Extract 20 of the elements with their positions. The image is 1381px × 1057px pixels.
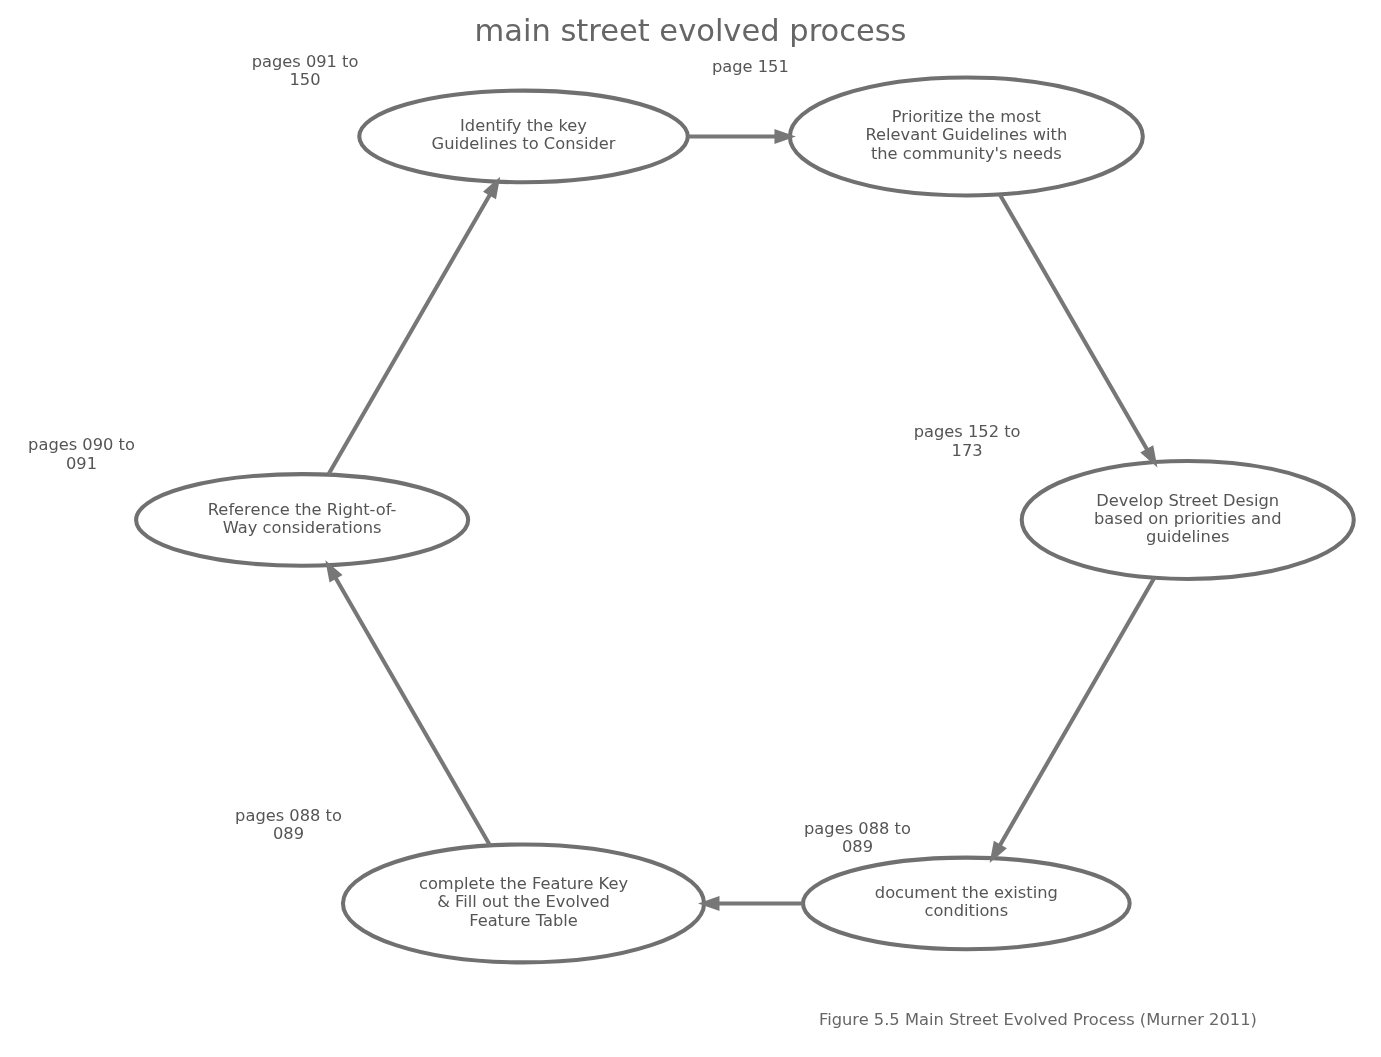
arrow (989, 576, 1157, 864)
node-label: pages 088 to 089 (235, 805, 342, 844)
node-ellipse: document the existing conditions (800, 855, 1132, 952)
arrow (687, 128, 796, 144)
arrow (326, 176, 501, 476)
node-ellipse: Identify the key Guidelines to Consider (357, 88, 690, 185)
caption: Figure 5.5 Main Street Evolved Process (Murner 2011) (819, 1010, 1257, 1030)
diagram-title: main street evolved process (474, 12, 907, 48)
node-ellipse: Reference the Right-of-Way considerations (134, 472, 471, 568)
node-label: pages 091 to 150 (251, 51, 359, 90)
node-label: page 151 (711, 57, 789, 77)
node-label: pages 090 to 091 (28, 435, 135, 473)
node-label: pages 152 to 173 (913, 422, 1021, 460)
arrow (325, 560, 492, 847)
node-ellipse: Develop Street Design based on priorities and guidelines (1019, 458, 1356, 581)
node-ellipse: complete the Feature Key & Fill out the Evolved Feature Table (340, 842, 707, 965)
node-ellipse: Prioritize the most Relevant Guidelines with the community's needs (787, 75, 1145, 198)
arrow (998, 193, 1158, 468)
arrow (698, 895, 803, 911)
node-label: pages 088 to 089 (804, 818, 911, 857)
